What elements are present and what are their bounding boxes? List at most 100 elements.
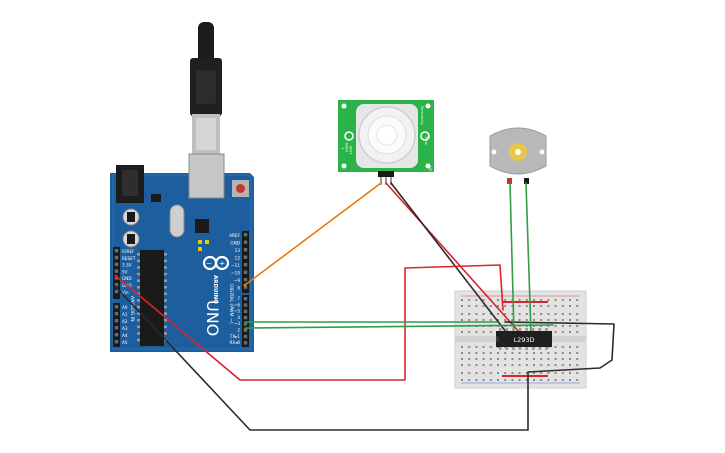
breadboard-hole[interactable] xyxy=(489,319,492,321)
header-pin[interactable] xyxy=(114,249,119,253)
header-pin[interactable] xyxy=(243,309,248,313)
header-pin[interactable] xyxy=(243,297,248,301)
breadboard-hole[interactable] xyxy=(461,331,463,333)
breadboard-hole[interactable] xyxy=(533,379,535,381)
header-pin[interactable] xyxy=(114,340,119,344)
breadboard-hole[interactable] xyxy=(576,372,579,374)
breadboard-hole[interactable] xyxy=(525,364,528,366)
breadboard-hole[interactable] xyxy=(511,352,514,354)
breadboard-hole[interactable] xyxy=(525,299,528,301)
breadboard-hole[interactable] xyxy=(475,352,478,354)
breadboard-hole[interactable] xyxy=(518,305,521,307)
breadboard-hole[interactable] xyxy=(569,319,571,321)
breadboard-hole[interactable] xyxy=(561,358,564,360)
breadboard-hole[interactable] xyxy=(554,358,557,360)
breadboard-hole[interactable] xyxy=(547,319,550,321)
breadboard-hole[interactable] xyxy=(511,358,514,360)
breadboard-hole[interactable] xyxy=(547,325,550,327)
breadboard-hole[interactable] xyxy=(554,364,557,366)
breadboard-hole[interactable] xyxy=(468,299,471,301)
breadboard-hole[interactable] xyxy=(533,358,535,360)
breadboard-hole[interactable] xyxy=(569,352,571,354)
breadboard-hole[interactable] xyxy=(561,319,564,321)
breadboard-hole[interactable] xyxy=(561,346,564,348)
breadboard-hole[interactable] xyxy=(475,305,478,307)
breadboard-hole[interactable] xyxy=(554,299,557,301)
breadboard-hole[interactable] xyxy=(576,331,579,333)
breadboard-hole[interactable] xyxy=(533,372,535,374)
breadboard-hole[interactable] xyxy=(511,364,514,366)
breadboard-hole[interactable] xyxy=(569,331,571,333)
breadboard-hole[interactable] xyxy=(518,299,521,301)
header-pin[interactable] xyxy=(243,240,248,244)
breadboard-hole[interactable] xyxy=(547,358,550,360)
breadboard-hole[interactable] xyxy=(504,379,507,381)
header-pin[interactable] xyxy=(114,333,119,337)
breadboard-hole[interactable] xyxy=(576,379,579,381)
wire-motor-b[interactable] xyxy=(525,182,532,335)
wire-pir-signal[interactable] xyxy=(244,182,382,286)
wire-pir-vcc[interactable] xyxy=(385,182,521,334)
breadboard-hole[interactable] xyxy=(569,346,571,348)
breadboard-hole[interactable] xyxy=(540,379,543,381)
wire-pir-gnd[interactable] xyxy=(390,182,514,342)
wire-5v[interactable] xyxy=(115,264,504,381)
breadboard-hole[interactable] xyxy=(504,299,507,301)
breadboard-hole[interactable] xyxy=(475,319,478,321)
breadboard-hole[interactable] xyxy=(504,352,507,354)
header-pin[interactable] xyxy=(114,269,119,273)
breadboard-hole[interactable] xyxy=(561,299,564,301)
header-pin[interactable] xyxy=(114,319,119,323)
breadboard-hole[interactable] xyxy=(482,305,485,307)
breadboard-hole[interactable] xyxy=(525,313,528,315)
breadboard-hole[interactable] xyxy=(482,313,485,315)
breadboard-hole[interactable] xyxy=(576,313,579,315)
breadboard-hole[interactable] xyxy=(554,379,557,381)
breadboard-hole[interactable] xyxy=(497,358,499,360)
breadboard-hole[interactable] xyxy=(504,319,507,321)
breadboard-hole[interactable] xyxy=(569,372,571,374)
breadboard-hole[interactable] xyxy=(518,364,521,366)
breadboard-hole[interactable] xyxy=(547,364,550,366)
breadboard-hole[interactable] xyxy=(468,331,471,333)
breadboard-hole[interactable] xyxy=(533,313,535,315)
breadboard-hole[interactable] xyxy=(497,352,499,354)
breadboard-hole[interactable] xyxy=(533,305,535,307)
header-pin[interactable] xyxy=(243,248,248,252)
wire-control-b[interactable] xyxy=(244,324,554,329)
breadboard-hole[interactable] xyxy=(504,364,507,366)
breadboard-hole[interactable] xyxy=(468,346,471,348)
breadboard-hole[interactable] xyxy=(518,319,521,321)
breadboard-hole[interactable] xyxy=(497,364,499,366)
breadboard-hole[interactable] xyxy=(489,331,492,333)
breadboard-hole[interactable] xyxy=(569,364,571,366)
breadboard-hole[interactable] xyxy=(561,305,564,307)
motor-driver-chip[interactable]: L293D xyxy=(496,328,552,350)
breadboard-hole[interactable] xyxy=(489,346,492,348)
breadboard-hole[interactable] xyxy=(497,372,499,374)
breadboard-hole[interactable] xyxy=(569,299,571,301)
breadboard-hole[interactable] xyxy=(525,305,528,307)
breadboard-hole[interactable] xyxy=(475,358,478,360)
header-pin[interactable] xyxy=(114,283,119,287)
breadboard-hole[interactable] xyxy=(497,299,499,301)
breadboard-hole[interactable] xyxy=(482,331,485,333)
header-pin[interactable] xyxy=(114,255,119,260)
breadboard-hole[interactable] xyxy=(576,305,579,307)
breadboard-hole[interactable] xyxy=(482,358,485,360)
header-pin[interactable] xyxy=(243,255,248,259)
breadboard-hole[interactable] xyxy=(461,346,463,348)
breadboard-hole[interactable] xyxy=(525,319,528,321)
breadboard-hole[interactable] xyxy=(489,305,492,307)
breadboard-hole[interactable] xyxy=(511,313,514,315)
breadboard-hole[interactable] xyxy=(576,346,579,348)
breadboard-hole[interactable] xyxy=(504,305,507,307)
header-pin[interactable] xyxy=(114,289,119,294)
header-pin[interactable] xyxy=(114,305,119,309)
breadboard-hole[interactable] xyxy=(468,305,471,307)
breadboard-hole[interactable] xyxy=(540,319,543,321)
breadboard-hole[interactable] xyxy=(461,313,463,315)
breadboard-hole[interactable] xyxy=(540,358,543,360)
breadboard-hole[interactable] xyxy=(576,319,579,321)
